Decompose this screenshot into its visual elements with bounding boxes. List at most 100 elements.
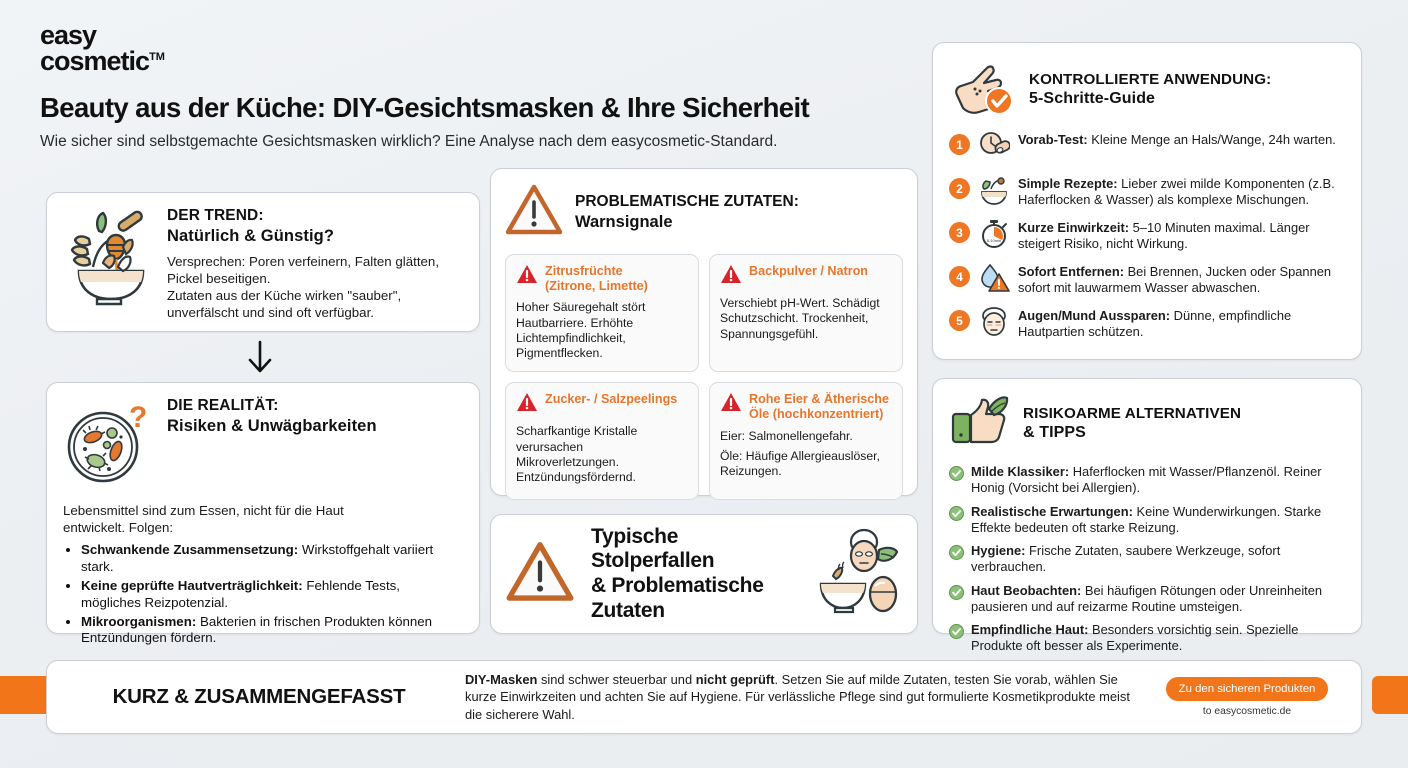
patch-test-icon (978, 131, 1011, 166)
face-mask-bowl-egg-icon (799, 526, 903, 623)
warning-triangle-icon (505, 540, 575, 609)
problem-item-title: Zitrusfrüchte (Zitrone, Limette) (545, 264, 648, 293)
step-text: Simple Rezepte: Lieber zwei milde Kompon… (1018, 176, 1345, 209)
problem-title-line2: Warnsignale (575, 212, 673, 231)
reality-intro: Lebensmittel sind zum Essen, nicht für d… (63, 502, 463, 536)
list-item: Keine geprüfte Hautverträglichkeit: Fehl… (81, 578, 463, 612)
step-text: Vorab-Test: Kleine Menge an Hals/Wange, … (1018, 132, 1336, 148)
stolper-title-line3: Zutaten (591, 598, 665, 622)
tip-bold: Milde Klassiker: (971, 464, 1070, 479)
arrow-down-icon (240, 338, 280, 378)
problem-item-body-line: Öle: Häufige Allergieauslöser, Reizungen… (720, 449, 880, 479)
reality-title-line2: Risiken & Unwägbarkeiten (167, 416, 377, 435)
reality-title: DIE REALITÄT: Risiken & Unwägbarkeiten (167, 397, 463, 436)
stolper-title-line1: Typische Stolperfallen (591, 524, 715, 573)
problem-item-title: Backpulver / Natron (749, 264, 868, 278)
list-item: Schwankende Zusammensetzung: Wirkstoffge… (81, 542, 463, 576)
problem-item-body: Verschiebt pH-Wert. Schädigt Schutzschic… (720, 296, 892, 342)
step-bold: Simple Rezepte: (1018, 176, 1118, 191)
reality-title-line1: DIE REALITÄT: (167, 397, 279, 414)
brand-line-1: easy (40, 20, 97, 50)
problem-item-body: Eier: Salmonellengefahr. Öle: Häufige Al… (720, 429, 892, 480)
red-warning-icon (720, 264, 742, 289)
bullet-bold: Schwankende Zusammensetzung: (81, 542, 299, 558)
problem-item-title-line2: Öle (hochkonzentriert) (749, 407, 884, 422)
problem-title-line1: PROBLEMATISCHE ZUTATEN: (575, 192, 799, 210)
reality-intro-line1: Lebensmittel sind zum Essen, nicht für d… (63, 503, 344, 518)
problem-item-body: Hoher Säuregehalt stört Hautbarriere. Er… (516, 300, 688, 361)
problem-item-title: Zucker- / Salzpeelings (545, 392, 678, 407)
reality-bullet-list: Schwankende Zusammensetzung: Wirkstoffge… (63, 542, 463, 647)
hands-check-icon (949, 57, 1017, 122)
trademark-mark: TM (149, 51, 165, 64)
step-bold: Augen/Mund Aussparen: (1018, 308, 1171, 323)
alternatives-title-line1: RISIKOARME ALTERNATIVEN (1023, 404, 1242, 422)
list-item: 3 5-10min Kurze Einwirkzeit: 5–10 Minute… (949, 220, 1345, 254)
summary-bold-1: DIY-Masken (465, 672, 538, 688)
step-rest: Kleine Menge an Hals/Wange, 24h warten. (1087, 132, 1336, 147)
trend-body-line1: Versprechen: Poren verfeinern, Falten gl… (167, 254, 440, 270)
steps-title-line1: KONTROLLIERTE ANWENDUNG: (1029, 70, 1272, 88)
cta-block: Zu den sicheren Produkten to easycosmeti… (1149, 677, 1345, 717)
tip-text: Haut Beobachten: Bei häufigen Rötungen o… (971, 583, 1345, 616)
page-subtitle: Wie sicher sind selbstgemachte Gesichtsm… (40, 133, 778, 150)
tip-bold: Realistische Erwartungen: (971, 503, 1133, 519)
step-rest: Bei Brennen, Jucken oder Spannen sofort … (1018, 264, 1332, 296)
step-number: 5 (949, 310, 970, 331)
summary-bold-2: nicht geprüft (695, 672, 775, 688)
card-typische-stolperfallen: Typische Stolperfallen & Problematische … (490, 514, 918, 634)
step-bold: Kurze Einwirkzeit: (1018, 220, 1130, 235)
stolper-title: Typische Stolperfallen & Problematische … (591, 525, 783, 623)
trend-title: DER TREND: Natürlich & Günstig? (167, 207, 439, 246)
honey-bowl-icon (63, 207, 155, 312)
card-die-realitaet: ? DIE REALITÄT: Risiken & Unwägbarkeiten… (46, 382, 480, 645)
stolper-title-line2: & Problematische (591, 574, 764, 597)
thumbs-up-leaf-icon (949, 393, 1011, 454)
problem-item-zucker-salzpeelings: Zucker- / Salzpeelings Scharfkantige Kri… (505, 382, 699, 501)
bullet-bold: Keine geprüfte Hautverträglichkeit: (81, 577, 303, 593)
problem-item-backpulver-natron: Backpulver / Natron Verschiebt pH-Wert. … (709, 254, 903, 373)
face-mask-icon (978, 307, 1010, 342)
tip-text: Empfindliche Haut: Besonders vorsichtig … (971, 622, 1345, 655)
steps-title-line2: 5-Schritte-Guide (1029, 90, 1156, 108)
problem-item-zitrusfruechte: Zitrusfrüchte (Zitrone, Limette) Hoher S… (505, 254, 699, 373)
step-text: Kurze Einwirkzeit: 5–10 Minuten maximal.… (1018, 220, 1345, 253)
warning-triangle-icon (505, 183, 563, 242)
cta-button[interactable]: Zu den sicheren Produkten (1165, 677, 1329, 701)
green-check-icon (949, 466, 964, 486)
tip-rest: Bei häufigen Rötungen oder Unreinheiten … (971, 582, 1323, 614)
problem-item-title-line1: Rohe Eier & Ätherische (749, 392, 889, 407)
card-der-trend: DER TREND: Natürlich & Günstig? Versprec… (46, 192, 480, 332)
problem-title: PROBLEMATISCHE ZUTATEN: Warnsignale (575, 193, 799, 232)
alternatives-title-line2: & TIPPS (1023, 424, 1086, 442)
bullet-bold: Mikroorganismen: (81, 613, 197, 629)
red-warning-icon (720, 392, 742, 417)
accent-bar-right (1372, 676, 1408, 714)
trend-title-line2: Natürlich & Günstig? (167, 226, 334, 245)
green-check-icon (949, 624, 964, 644)
stopwatch-icon: 5-10min (978, 219, 1010, 254)
tip-text: Realistische Erwartungen: Keine Wunderwi… (971, 504, 1345, 537)
bullet-rest: Fehlende Tests, mögliches Reizpotenzial. (81, 577, 400, 610)
green-check-icon (949, 545, 964, 565)
list-item: Milde Klassiker: Haferflocken mit Wasser… (949, 464, 1345, 497)
card-summary: KURZ & ZUSAMMENGEFASST DIY-Masken sind s… (46, 660, 1362, 734)
card-problematische-zutaten: PROBLEMATISCHE ZUTATEN: Warnsignale Zitr… (490, 168, 918, 501)
list-item: Haut Beobachten: Bei häufigen Rötungen o… (949, 583, 1345, 616)
page-title: Beauty aus der Küche: DIY-Gesichtsmasken… (40, 92, 810, 123)
step-rest: 5–10 Minuten maximal. Länger steigert Ri… (1018, 220, 1310, 252)
card-risikoarme-alternativen: RISIKOARME ALTERNATIVEN & TIPPS Milde Kl… (932, 378, 1362, 653)
list-item: Empfindliche Haut: Besonders vorsichtig … (949, 622, 1345, 655)
petri-dish-bacteria-icon: ? (63, 397, 155, 494)
step-bold: Sofort Entfernen: (1018, 264, 1124, 279)
list-item: Realistische Erwartungen: Keine Wunderwi… (949, 504, 1345, 537)
summary-text: DIY-Masken sind schwer steuerbar und nic… (455, 671, 1149, 723)
problem-item-rohe-eier-aetherische-oele: Rohe Eier & Ätherische Öle (hochkonzentr… (709, 382, 903, 501)
problem-item-body-line: Hoher Säuregehalt stört Hautbarriere. Er… (516, 300, 646, 361)
trend-title-line1: DER TREND: (167, 207, 264, 224)
cta-subtitle: to easycosmetic.de (1202, 706, 1292, 717)
mortar-herbs-icon (978, 175, 1010, 210)
step-rest: Lieber zwei milde Komponenten (z.B. Hafe… (1018, 176, 1335, 208)
problem-item-body-line: Eier: Salmonellengefahr. (720, 428, 853, 443)
